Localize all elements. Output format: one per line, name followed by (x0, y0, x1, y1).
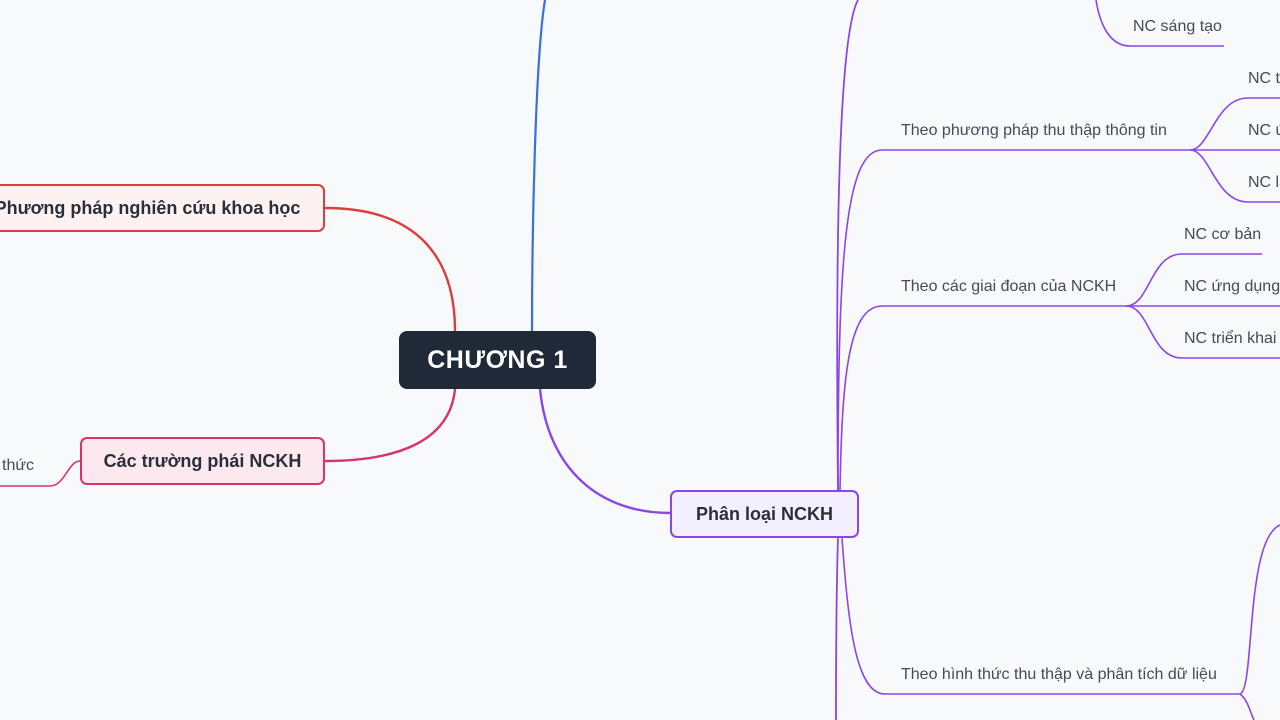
connector-schools-child (0, 460, 81, 487)
connector-by-stage (839, 305, 1126, 491)
stage-child-2[interactable]: NC ứng dụng (1184, 278, 1280, 295)
schools-node-label: Các trường phái NCKH (103, 450, 302, 471)
connector-class-up (836, 0, 859, 491)
schools-node[interactable]: Các trường phái NCKH (80, 437, 325, 485)
stage-child-3[interactable]: NC triển khai (1184, 330, 1277, 347)
connector-stage-1 (1125, 253, 1262, 307)
connector-by-form (841, 537, 1240, 695)
classification-node-label: Phân loại NCKH (695, 503, 833, 524)
connector-info-1 (1189, 97, 1280, 151)
connector-creative (1095, 0, 1224, 47)
center-node-label: CHƯƠNG 1 (427, 345, 568, 374)
info-child-1[interactable]: NC t (1248, 70, 1280, 87)
by-stage-topic[interactable]: Theo các giai đoạn của NCKH (901, 278, 1117, 295)
connector-class-down (835, 537, 839, 720)
connector-classification (538, 388, 671, 515)
stage-child-1[interactable]: NC cơ bản (1184, 226, 1262, 243)
connector-form-2 (1239, 693, 1255, 720)
info-child-2[interactable]: NC ứ (1248, 122, 1280, 139)
connector-stage-3 (1125, 305, 1280, 359)
methods-node-label: Phương pháp nghiên cứu khoa học (0, 197, 301, 218)
info-child-3[interactable]: NC la (1248, 174, 1280, 191)
methods-node[interactable]: Phương pháp nghiên cứu khoa học (0, 184, 325, 232)
by-info-topic[interactable]: Theo phương pháp thu thập thông tin (901, 122, 1167, 139)
connector-by-info (837, 149, 1190, 491)
classification-node[interactable]: Phân loại NCKH (670, 490, 859, 538)
center-node[interactable]: CHƯƠNG 1 (399, 331, 596, 389)
connector-blue (530, 0, 547, 332)
connector-info-3 (1189, 149, 1280, 203)
connector-methods (324, 206, 457, 332)
by-form-topic[interactable]: Theo hình thức thu thập và phân tích dữ … (901, 666, 1217, 683)
schools-child-leaf[interactable]: thức (2, 457, 35, 474)
creative-leaf[interactable]: NC sáng tạo (1133, 18, 1222, 35)
connector-schools (324, 388, 457, 463)
connector-form-1 (1239, 524, 1280, 695)
